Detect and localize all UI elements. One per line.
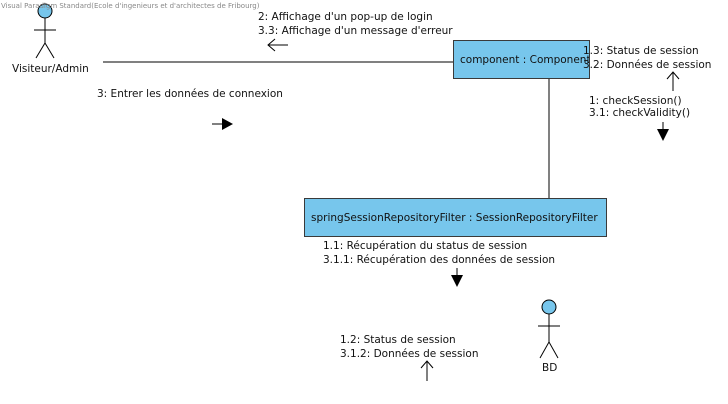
arrow-left-open-icon [267, 38, 288, 52]
message-check-validity: 3.1: checkValidity() [589, 107, 691, 119]
actor-visitor-label: Visiteur/Admin [12, 63, 89, 75]
message-login-popup: 2: Affichage d'un pop-up de login [258, 11, 433, 23]
actor-db-label: BD [542, 362, 558, 374]
message-session-data-b: 3.1.2: Données de session [340, 348, 479, 360]
component-object[interactable]: component : Component [453, 40, 590, 79]
message-session-data-a: 3.2: Données de session [583, 59, 712, 71]
arrow-right-filled-icon [212, 118, 233, 130]
arrow-up-open-icon [666, 71, 680, 91]
message-status-session-b: 1.2: Status de session [340, 334, 456, 346]
actor-db-figure[interactable] [538, 299, 560, 359]
message-get-status: 1.1: Récupération du status de session [323, 240, 528, 252]
message-check-session: 1: checkSession() [589, 95, 682, 107]
message-get-data: 3.1.1: Récupération des données de sessi… [323, 254, 556, 266]
message-error: 3.3: Affichage d'un message d'erreur [258, 25, 453, 37]
message-status-session-a: 1.3: Status de session [583, 45, 699, 57]
actor-visitor-figure[interactable] [34, 3, 56, 59]
arrow-down-filled-icon-2 [451, 268, 463, 287]
message-enter-data: 3: Entrer les données de connexion [97, 88, 283, 100]
arrow-up-open-icon-2 [420, 360, 434, 381]
arrow-down-filled-icon [657, 122, 669, 141]
filter-object[interactable]: springSessionRepositoryFilter : SessionR… [304, 198, 607, 237]
watermark: Visual Paradigm Standard(Ecole d'ingenie… [1, 2, 260, 10]
